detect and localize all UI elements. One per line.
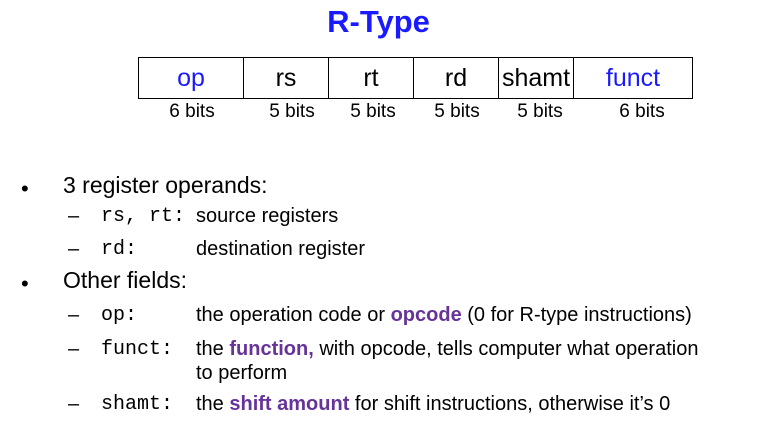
field-rt: rt bbox=[328, 57, 414, 99]
bits-rd: 5 bits bbox=[434, 101, 480, 122]
field-description: source registers bbox=[196, 205, 339, 227]
field-rd: rd bbox=[413, 57, 499, 99]
bullet-heading: 3 register operands: bbox=[63, 172, 268, 198]
field-description: the shift amount for shift instructions,… bbox=[196, 393, 671, 415]
bits-rt: 5 bits bbox=[350, 101, 396, 122]
field-description-continued: to perform bbox=[196, 362, 288, 384]
field-code: rd: bbox=[101, 238, 138, 261]
dash-bullet: – bbox=[68, 338, 80, 360]
dash-bullet: – bbox=[68, 393, 80, 415]
field-funct: funct bbox=[573, 57, 693, 99]
field-code: shamt: bbox=[101, 393, 174, 416]
field-op: op bbox=[138, 57, 244, 99]
field-description: the function, with opcode, tells compute… bbox=[196, 338, 699, 360]
bits-op: 6 bits bbox=[169, 101, 215, 122]
bits-funct: 6 bits bbox=[619, 101, 665, 122]
slide-title: R-Type bbox=[327, 4, 430, 39]
dash-bullet: – bbox=[68, 238, 80, 260]
dash-bullet: – bbox=[68, 205, 80, 227]
field-code: funct: bbox=[101, 338, 174, 361]
highlight-term: function, bbox=[229, 338, 314, 360]
field-code: op: bbox=[101, 304, 138, 327]
highlight-term: shift amount bbox=[229, 393, 350, 415]
highlight-term: opcode bbox=[390, 304, 462, 326]
bullet-heading: Other fields: bbox=[63, 267, 187, 293]
field-row: op rs rt rd shamt funct bbox=[138, 57, 693, 99]
dash-bullet: – bbox=[68, 304, 80, 326]
field-rs: rs bbox=[243, 57, 329, 99]
field-code: rs, rt: bbox=[101, 205, 186, 228]
field-description: the operation code or opcode (0 for R-ty… bbox=[196, 304, 692, 326]
field-description: destination register bbox=[196, 238, 365, 260]
bullet-dot: • bbox=[21, 176, 29, 201]
bullet-dot: • bbox=[21, 271, 29, 296]
instruction-format-table: op rs rt rd shamt funct bbox=[138, 57, 693, 99]
field-shamt: shamt bbox=[498, 57, 574, 99]
bits-rs: 5 bits bbox=[269, 101, 315, 122]
bits-shamt: 5 bits bbox=[517, 101, 563, 122]
